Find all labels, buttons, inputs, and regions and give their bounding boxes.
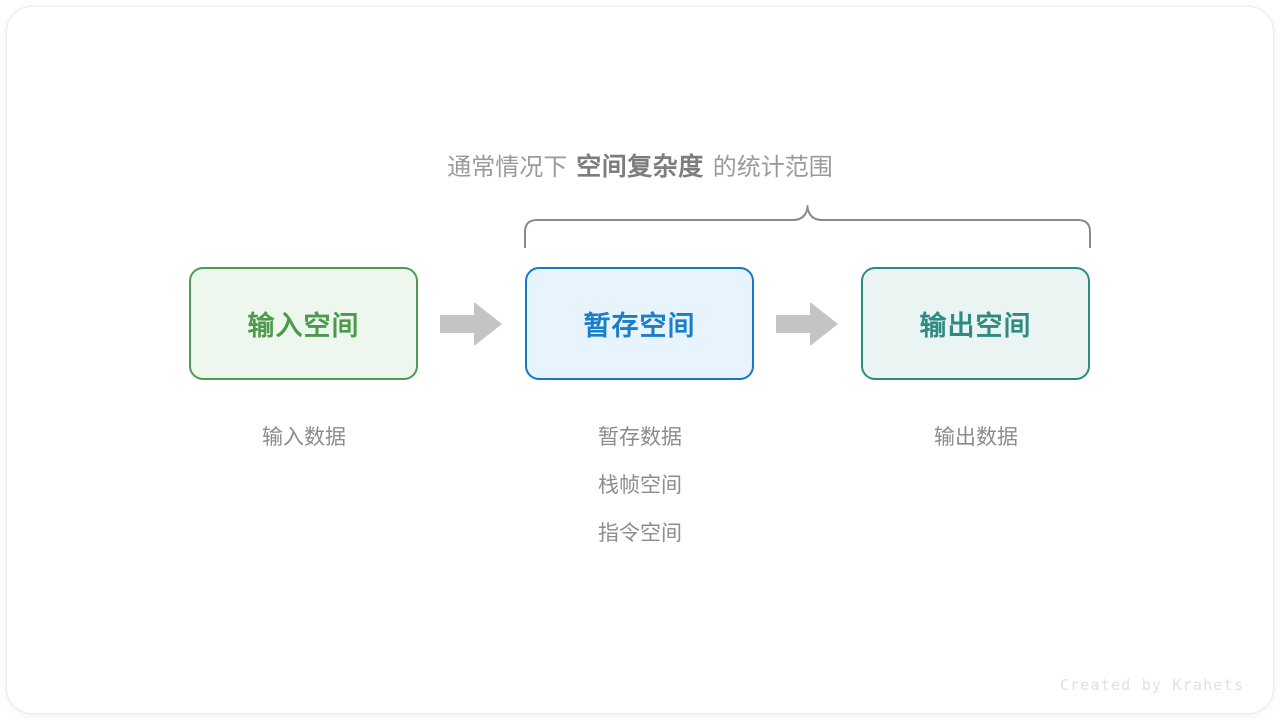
caption-group-input: 输入数据	[174, 414, 434, 462]
caption-temp-data: 暂存数据	[598, 426, 682, 449]
caption-group-temp: 暂存数据 栈帧空间 指令空间	[510, 414, 770, 558]
box-temp-space-label: 暂存空间	[583, 311, 696, 341]
caption-suffix: 的统计范围	[712, 154, 833, 181]
caption-input-data: 输入数据	[262, 426, 346, 449]
box-temp-space[interactable]: 暂存空间	[525, 267, 754, 380]
caption-stack-frame-space: 栈帧空间	[598, 474, 682, 497]
box-input-space[interactable]: 输入空间	[189, 267, 418, 380]
box-output-space-label: 输出空间	[919, 311, 1032, 341]
box-input-space-label: 输入空间	[247, 311, 360, 341]
flow-arrow-temp-to-output-icon	[776, 302, 838, 346]
caption-output-data: 输出数据	[934, 426, 1018, 449]
box-output-space[interactable]: 输出空间	[861, 267, 1090, 380]
flow-arrow-input-to-temp-icon	[440, 302, 502, 346]
caption-emphasis: 空间复杂度	[576, 153, 704, 181]
caption-group-output: 输出数据	[846, 414, 1106, 462]
caption-prefix: 通常情况下	[447, 154, 568, 181]
credit-text: Created by Krahets	[1059, 676, 1244, 694]
caption-instruction-space: 指令空间	[598, 522, 682, 545]
diagram-caption: 通常情况下空间复杂度的统计范围	[0, 150, 1280, 185]
scope-brace	[515, 196, 1100, 249]
